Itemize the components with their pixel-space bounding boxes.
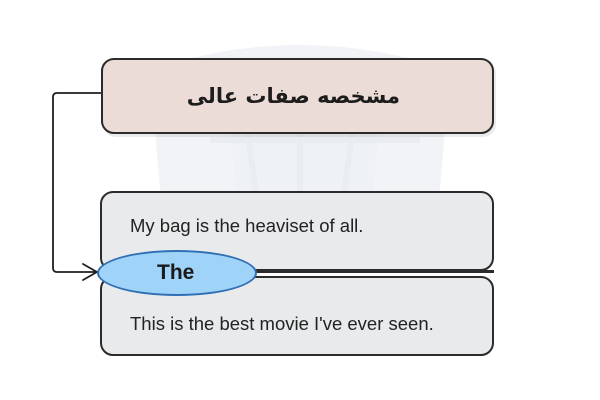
example-sentence-1: My bag is the heaviset of all. [130, 215, 364, 236]
arrowhead-icon [82, 263, 98, 281]
article-label: The [157, 261, 195, 284]
superlative-title-box: مشخصه صفات عالی [101, 58, 494, 134]
example-sentence-2: This is the best movie I've ever seen. [130, 312, 434, 334]
superlative-title: مشخصه صفات عالی [186, 84, 400, 108]
pill-connector-line [250, 270, 494, 273]
article-pill: The [97, 250, 257, 296]
